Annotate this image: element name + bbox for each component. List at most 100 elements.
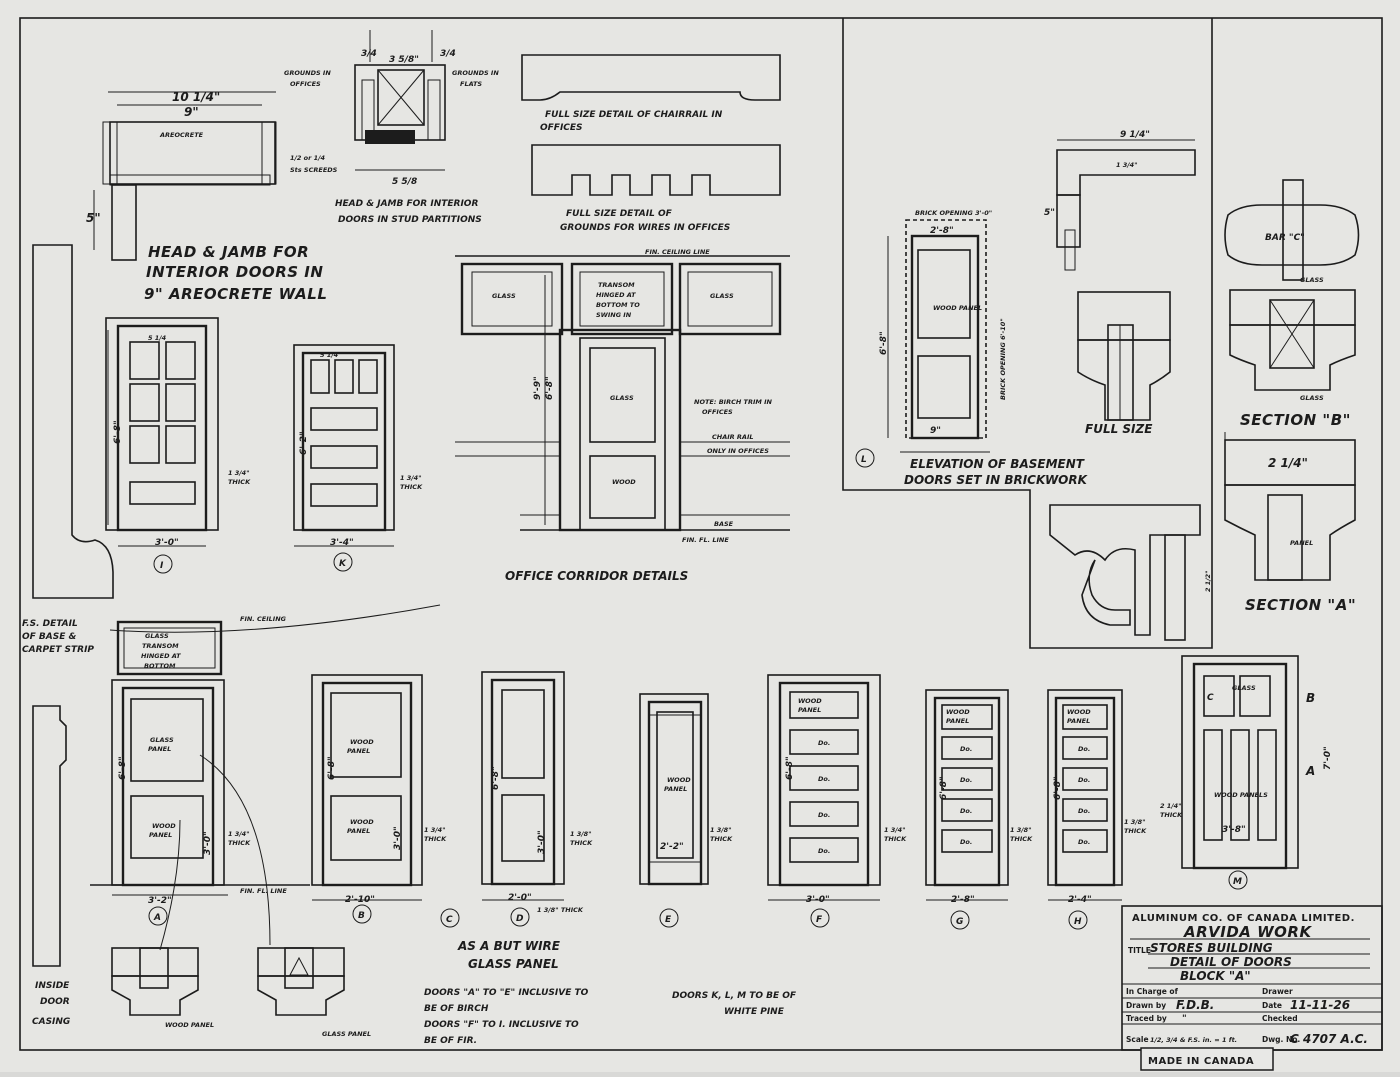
tb-title-label: TITLE	[1128, 946, 1151, 955]
door-G-wood-2: PANEL	[946, 717, 969, 725]
section-B-glass: GLASS	[1300, 276, 1324, 284]
tb-title-1: STORES BUILDING	[1150, 941, 1273, 955]
section-A-dim-2-1-2: 2 1/2"	[1204, 570, 1212, 592]
door-F-thick-2: THICK	[884, 835, 907, 843]
door-A-transom-4: BOTTOM	[144, 662, 176, 670]
door-H-width: 2'-4"	[1068, 895, 1092, 905]
door-C-note-1: AS A BUT WIRE	[457, 939, 561, 953]
door-B-width: 2'-10"	[345, 895, 375, 905]
door-A-wood-1: WOOD	[152, 822, 176, 830]
door-D-width: 2'-0"	[508, 893, 532, 903]
door-I-width: 3'-0"	[155, 538, 179, 548]
note-birch-1: DOORS "A" TO "E" INCLUSIVE TO	[424, 988, 589, 998]
door-G-ditto-1: Do.	[960, 745, 972, 753]
corridor-transom-c4: SWING IN	[596, 311, 632, 319]
chairrail-caption-1: FULL SIZE DETAIL OF CHAIRRAIL IN	[545, 110, 723, 120]
screeds-2: Sts SCREEDS	[290, 166, 338, 174]
sheet-border	[19, 17, 1383, 1051]
corridor-transom-c2: HINGED AT	[596, 291, 636, 299]
door-I: 5 1/4 6'-8" 1 3/4" THICK 3'-0" I	[105, 317, 251, 574]
note-pine-1: DOORS K, L, M TO BE OF	[672, 991, 797, 1001]
door-E-wood-1: WOOD	[667, 776, 691, 784]
full-size-detail: 9 1/4" 1 3/4" 5" FULL SIZE	[1044, 130, 1196, 436]
grounds-flats-2: FLATS	[460, 80, 482, 88]
door-F-width: 3'-0"	[806, 895, 830, 905]
door-G-wood-1: WOOD	[946, 708, 970, 716]
door-F-ditto-4: Do.	[818, 847, 830, 855]
door-M: GLASS C B A WOOD PANELS 7'-0" 2 1/4" THI…	[1160, 655, 1333, 890]
note-birch-3: DOORS "F" TO I. INCLUSIVE TO	[424, 1020, 579, 1030]
door-M-thick-1: 2 1/4"	[1160, 802, 1182, 810]
chairrail-caption-2: OFFICES	[540, 123, 583, 133]
tb-date-label: Date	[1262, 1001, 1282, 1010]
tb-dwg-no: C 4707 A.C.	[1290, 1032, 1368, 1046]
inside-casing-detail: INSIDE DOOR CASING	[32, 705, 70, 1027]
base-caption-2: OF BASE &	[22, 632, 77, 642]
door-D-thick-2: THICK	[570, 839, 593, 847]
door-K: 5 1/4 6'-2" 1 3/4" THICK 3'-4" K	[293, 344, 423, 572]
door-E-marker: E	[665, 915, 672, 925]
tb-drawer: Drawer	[1262, 987, 1293, 996]
dim-3-4-right: 3/4	[440, 49, 456, 59]
tb-drawn-by-label: Drawn by	[1126, 1001, 1166, 1010]
dim-9: 9"	[184, 105, 199, 119]
corridor-note-1: NOTE: BIRCH TRIM IN	[694, 398, 773, 406]
base-detail: F.S. DETAIL OF BASE & CARPET STRIP	[22, 244, 114, 655]
material-label: AREOCRETE	[159, 131, 204, 139]
door-D-marker: D	[516, 914, 524, 924]
door-G-ditto-2: Do.	[960, 776, 972, 784]
note-birch-4: BE OF FIR.	[424, 1036, 477, 1046]
corridor-transom-left: GLASS	[492, 292, 516, 300]
door-I-marker: I	[160, 561, 164, 571]
section-B-bar-label: BAR "C"	[1265, 233, 1305, 243]
door-H-thick-1: 1 3/8"	[1124, 818, 1146, 826]
tb-company: ALUMINUM CO. OF CANADA LIMITED.	[1132, 913, 1355, 924]
tb-drawn-by: F.D.B.	[1176, 998, 1214, 1012]
door-I-rail: 5 1/4	[148, 334, 167, 342]
section-B-caption: SECTION "B"	[1240, 411, 1351, 429]
door-F-thick-1: 1 3/4"	[884, 826, 906, 834]
section-A-caption: SECTION "A"	[1245, 596, 1356, 614]
door-H-ditto-2: Do.	[1078, 776, 1090, 784]
door-M-marker: M	[1233, 877, 1242, 887]
door-B: WOOD PANEL WOOD PANEL 6'-8" 3'-0" 1 3/4"…	[311, 674, 447, 924]
door-B-marker-circle	[352, 904, 372, 924]
door-I-height: 6'-8"	[113, 420, 123, 444]
door-M-marker-circle	[1228, 870, 1248, 890]
door-A-lower: 3'-0"	[203, 831, 213, 855]
corridor-transom-c1: TRANSOM	[598, 281, 635, 289]
grounds-caption-1: FULL SIZE DETAIL OF	[566, 209, 673, 219]
bottom-glass-panel: GLASS PANEL	[322, 1030, 371, 1038]
door-A-thick-1: 1 3/4"	[228, 830, 250, 838]
door-H-ditto-1: Do.	[1078, 745, 1090, 753]
door-L-marker-circle	[855, 448, 875, 468]
title-line-3: 9" AREOCRETE WALL	[144, 285, 327, 303]
corridor-transom-right: GLASS	[710, 292, 734, 300]
tb-title-2: DETAIL OF DOORS	[1170, 955, 1292, 969]
door-H-wood-2: PANEL	[1067, 717, 1090, 725]
corridor-wood: WOOD	[612, 478, 636, 486]
door-A-height: 6'-8"	[118, 756, 128, 780]
tb-title-3: BLOCK "A"	[1180, 969, 1251, 983]
tb-in-charge: In Charge of	[1126, 987, 1179, 996]
door-B-wood-3: WOOD	[350, 818, 374, 826]
leader-curve-3	[159, 819, 181, 951]
door-E-thick-2: THICK	[710, 835, 733, 843]
door-F-wood-2: PANEL	[798, 706, 821, 714]
dim-3-4-left: 3/4	[361, 49, 377, 59]
bottom-wood-panel: WOOD PANEL	[165, 1021, 214, 1029]
door-I-marker-circle	[153, 554, 173, 574]
corridor-title: OFFICE CORRIDOR DETAILS	[505, 569, 688, 583]
dim-10-1-4: 10 1/4"	[172, 90, 220, 104]
door-K-rail: 5 1/4	[320, 351, 339, 359]
door-B-wood-1: WOOD	[350, 738, 374, 746]
screeds-1: 1/2 or 1/4	[290, 154, 326, 162]
door-L-panel: BRICK OPENING 3'-0" 2'-8" 6'-8" BRICK OP…	[842, 18, 1213, 649]
door-M-label-A: A	[1305, 764, 1315, 778]
door-F-ditto-3: Do.	[818, 811, 830, 819]
tb-traced-by: "	[1182, 1014, 1187, 1024]
door-L-wood-panel: WOOD PANEL	[933, 304, 982, 312]
door-M-height: 7'-0"	[1323, 746, 1333, 770]
head-jamb-stud-detail: 3/4 3 5/8" 3/4 5 5/8 GROUNDS IN OFFICES …	[284, 30, 499, 225]
tb-scale-label: Scale	[1126, 1035, 1149, 1044]
